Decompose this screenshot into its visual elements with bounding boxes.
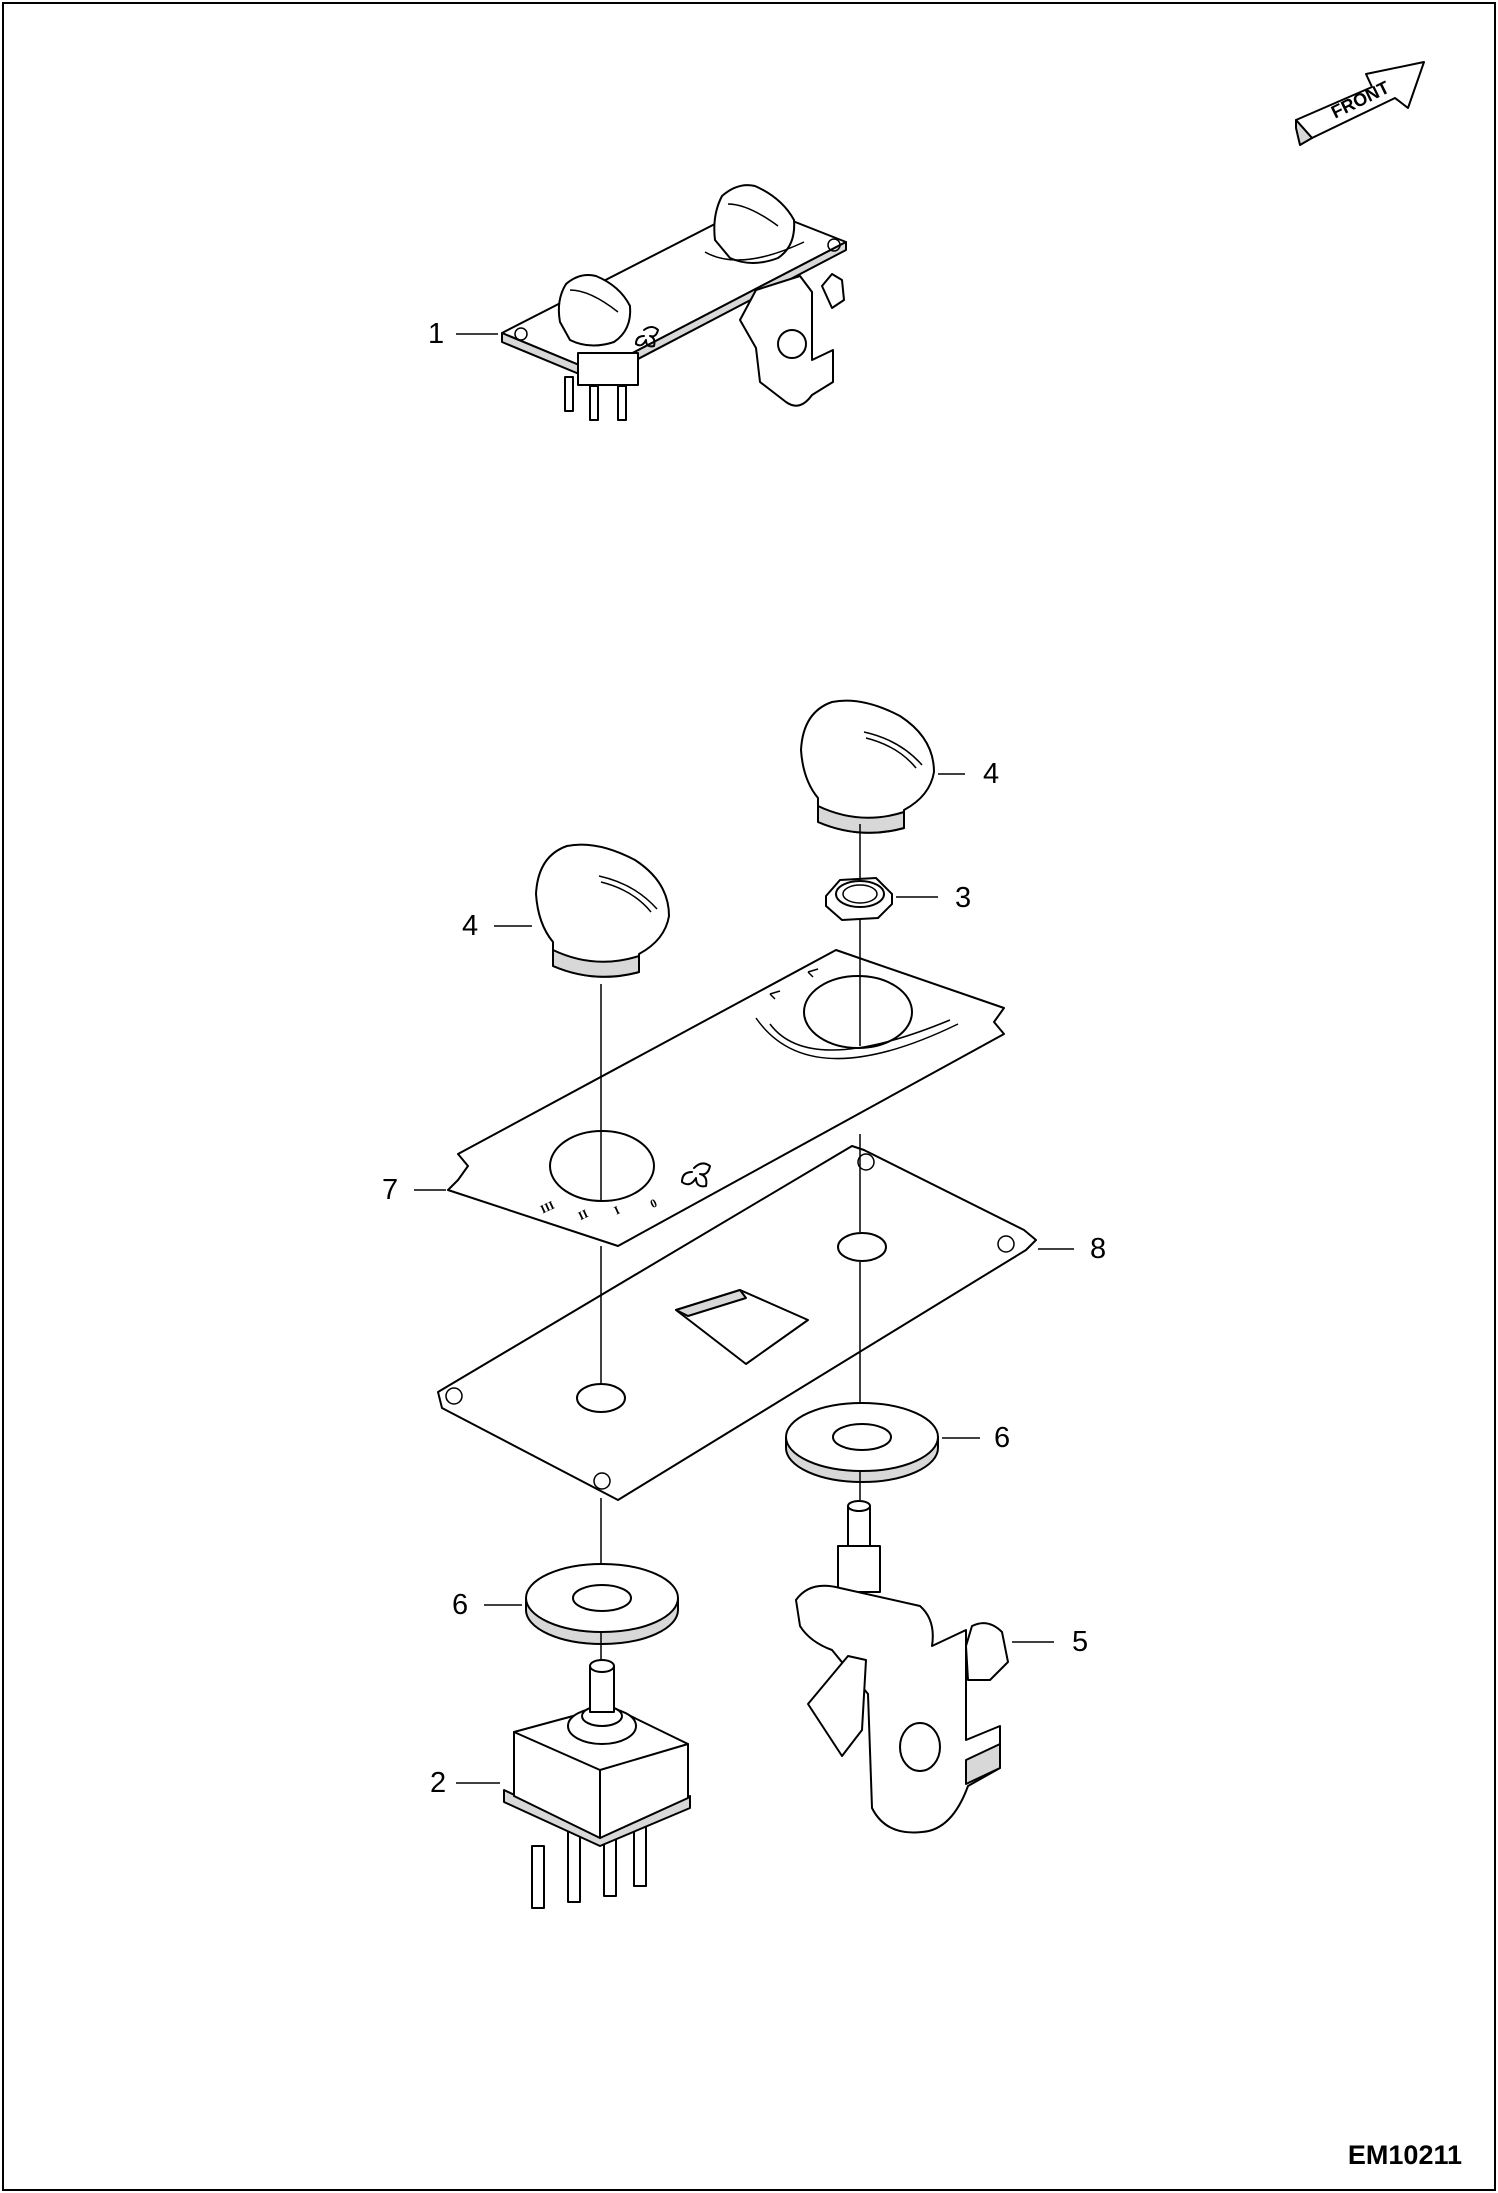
callout-2-switch: 2 [430,1767,447,1799]
fan-mark-1: I [612,1203,622,1218]
callout-5-valve: 5 [1072,1626,1089,1658]
callout-4-knob-left: 4 [462,910,479,942]
front-arrow: FRONT [1295,61,1425,146]
callout-6-washer-right: 6 [994,1422,1011,1454]
control-assembly [501,184,847,421]
nut [825,877,893,921]
leader-lines [414,333,1074,1784]
washer-right [785,1402,939,1483]
callout-1-assembly: 1 [428,318,445,350]
callout-8-plate: 8 [1090,1233,1107,1265]
callout-4-knob-right: 4 [983,758,1000,790]
decal: III II I 0 [447,949,1005,1247]
fan-mark-3: III [538,1198,557,1217]
fan-switch [503,1659,691,1909]
assembly-lines [600,824,861,1660]
callout-3-nut: 3 [955,882,972,914]
fan-mark-0: 0 [648,1196,659,1211]
knob-right [800,699,935,834]
callout-6-washer-left: 6 [452,1589,469,1621]
knob-left [535,843,670,978]
callout-7-decal: 7 [382,1174,399,1206]
mounting-plate [437,1145,1037,1501]
figure-id: EM10211 [1347,2140,1462,2170]
washer-left [525,1563,679,1645]
water-valve [795,1500,1009,1834]
